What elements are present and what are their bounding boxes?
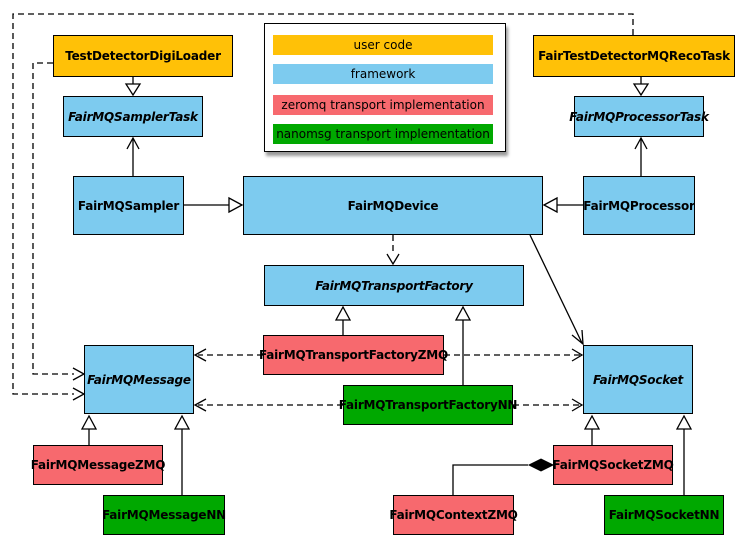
edge-association-device-socket [529,234,584,346]
class-label: FairMQProcessorTask [569,109,709,124]
class-label: FairMQSamplerTask [68,109,198,124]
edge-association-sampler-samplertask [126,136,140,176]
class-label: FairTestDetectorMQRecoTask [538,49,730,63]
class-label: FairMQContextZMQ [389,508,518,522]
edge-generalization-processor-device [542,196,583,214]
class-box-fairmqprocessortask: FairMQProcessorTask [569,96,709,137]
edge-dependency-transportfactorynn-message [193,398,343,412]
legend-item-nanomsg: nanomsg transport implementation [273,124,493,144]
class-box-fairmqsampler: FairMQSampler [73,176,184,235]
class-box-fairmqsocket: FairMQSocket [583,345,693,414]
legend: user code framework zeromq transport imp… [264,23,506,152]
edge-generalization-socketnn-socket [675,414,693,495]
edge-composition-contextzmq-socketzmq [452,458,555,495]
class-box-fairmqprocessor: FairMQProcessor [583,176,695,235]
class-box-fairtestdetectormqrecotask: FairTestDetectorMQRecoTask [533,35,735,77]
class-label: FairMQTransportFactoryNN [338,398,518,412]
class-box-fairmqmessage: FairMQMessage [84,345,194,414]
class-box-fairmqsocketnn: FairMQSocketNN [604,495,724,535]
class-box-fairmqtransportfactorynn: FairMQTransportFactoryNN [339,385,517,425]
class-box-fairmqmessagenn: FairMQMessageNN [101,495,227,535]
edge-generalization-socketzmq-socket [583,414,601,445]
legend-item-framework: framework [273,64,493,84]
class-box-fairmqcontextzmq: FairMQContextZMQ [389,495,518,535]
class-label: FairMQSocket [592,372,684,387]
class-label: FairMQProcessor [583,198,695,213]
legend-label: nanomsg transport implementation [276,127,490,141]
class-label: FairMQMessage [87,372,191,387]
class-label: FairMQTransportFactoryZMQ [258,348,449,362]
edge-generalization-transportfactoryzmq-transportfactory [334,305,352,335]
edge-generalization-transportfactorynn-transportfactory [454,305,472,385]
class-box-fairmqtransportfactory: FairMQTransportFactory [264,265,524,306]
legend-item-zeromq: zeromq transport implementation [273,95,493,115]
edge-generalization-messagezmq-message [80,414,98,445]
edge-association-processor-processortask [634,136,648,176]
class-label: FairMQSampler [77,198,180,213]
edge-generalization-messagenn-message [173,414,191,495]
legend-label: user code [353,38,413,52]
legend-label: framework [350,67,416,81]
class-label: FairMQMessageZMQ [30,458,166,472]
legend-item-user-code: user code [273,35,493,55]
class-box-fairmqdevice: FairMQDevice [243,176,543,235]
class-label: FairMQDevice [347,198,439,213]
edge-dependency-device-transportfactory [386,235,400,266]
class-box-testdetectordigiloader: TestDetectorDigiLoader [53,35,233,77]
edge-generalization-sampler-device [184,196,244,214]
class-box-fairmqsamplertask: FairMQSamplerTask [63,96,203,137]
class-box-fairmqtransportfactoryzmq: FairMQTransportFactoryZMQ [259,335,448,375]
edge-generalization-recotask-processortask [632,77,650,97]
edge-dependency-transportfactorynn-socket [513,398,584,412]
class-label: FairMQSocketNN [608,508,720,522]
class-label: FairMQSocketZMQ [552,458,674,472]
class-box-fairmqmessagezmq: FairMQMessageZMQ [30,445,166,485]
class-label: FairMQTransportFactory [315,278,473,293]
class-label: FairMQMessageNN [101,508,227,522]
class-box-fairmqsocketzmq: FairMQSocketZMQ [552,445,674,485]
edge-dependency-transportfactoryzmq-socket [444,348,584,362]
edge-dependency-transportfactoryzmq-message [193,348,263,362]
edge-generalization-digiloader-samplertask [124,77,142,97]
class-label: TestDetectorDigiLoader [65,49,221,63]
legend-label: zeromq transport implementation [281,98,485,112]
